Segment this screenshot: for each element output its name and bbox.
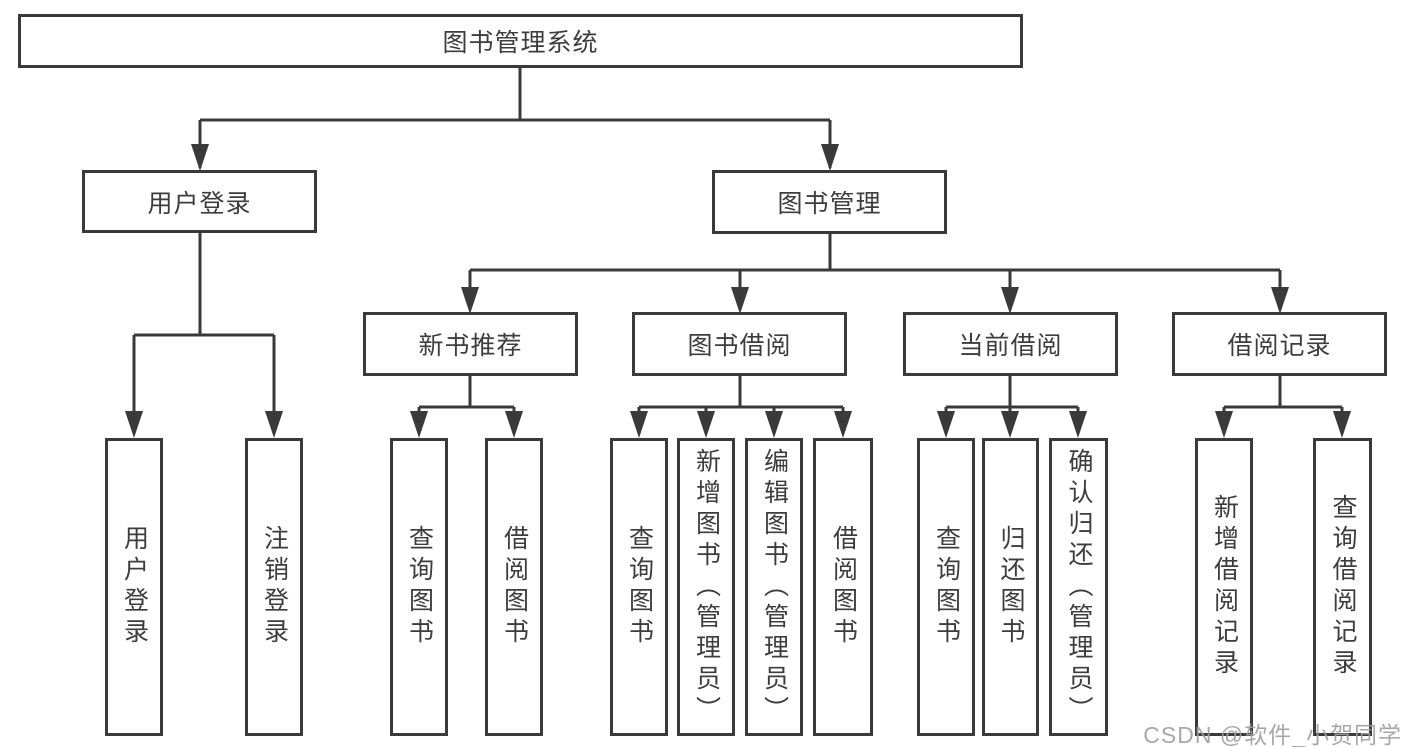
node-label: 新增图书（管理员） — [692, 447, 721, 727]
leaf-user-login: 用户登录 — [105, 438, 163, 736]
node-new-book-recommend: 新书推荐 — [363, 312, 578, 376]
node-label: 查询图书 — [932, 525, 961, 649]
node-label: 编辑图书（管理员） — [760, 447, 789, 727]
node-label: 新书推荐 — [418, 332, 523, 360]
arrow-down-icon — [191, 144, 209, 171]
arrow-down-icon — [1271, 287, 1289, 314]
node-book-borrowing: 图书借阅 — [632, 312, 847, 376]
node-label: 确认归还（管理员） — [1065, 447, 1093, 727]
node-label: 图书借阅 — [687, 332, 792, 360]
arrow-down-icon — [697, 411, 715, 438]
connector-path — [1222, 376, 1344, 434]
leaf-add-books-admin: 新增图书（管理员） — [677, 438, 735, 736]
connector-path — [637, 376, 845, 434]
arrow-down-icon — [937, 411, 955, 438]
arrow-down-icon — [765, 411, 783, 438]
connector-current-to-leaves — [944, 376, 1080, 434]
node-label: 查询图书 — [405, 525, 434, 649]
arrow-down-icon — [731, 287, 749, 314]
arrow-down-icon — [1069, 411, 1087, 438]
connector-login-to-leaves — [132, 233, 276, 434]
arrow-down-icon — [410, 411, 428, 438]
connector-borrow-to-leaves — [637, 376, 845, 434]
arrow-down-icon — [630, 411, 648, 438]
node-label: 图书管理系统 — [442, 29, 599, 57]
connector-path — [132, 233, 276, 434]
node-label: 借阅图书 — [829, 525, 858, 649]
arrow-down-icon — [834, 411, 852, 438]
connector-records-to-leaves — [1222, 376, 1344, 434]
leaf-confirm-return-admin: 确认归还（管理员） — [1049, 438, 1108, 736]
node-library-system: 图书管理系统 — [18, 14, 1023, 68]
node-label: 当前借阅 — [958, 332, 1063, 360]
arrow-down-icon — [1001, 287, 1019, 314]
connector-path — [198, 68, 832, 168]
connector-mgmt-to-level3 — [468, 234, 1282, 310]
node-label: 查询图书 — [625, 525, 654, 649]
leaf-borrow-books: 借阅图书 — [813, 438, 873, 736]
arrow-down-icon — [821, 144, 839, 171]
node-borrowing-records: 借阅记录 — [1172, 312, 1387, 376]
arrow-down-icon — [1215, 411, 1233, 438]
connector-path — [944, 376, 1080, 434]
node-label: 查询借阅记录 — [1329, 494, 1357, 680]
leaf-query-books-current: 查询图书 — [917, 438, 975, 736]
connector-path — [468, 234, 1282, 310]
leaf-query-books-recommend: 查询图书 — [390, 438, 448, 736]
node-label: 借阅记录 — [1227, 332, 1332, 360]
node-label: 用户登录 — [147, 189, 252, 218]
connector-root-to-level2 — [198, 68, 832, 168]
arrow-down-icon — [125, 411, 143, 438]
leaf-edit-books-admin: 编辑图书（管理员） — [745, 438, 803, 736]
node-label: 注销登录 — [260, 525, 289, 649]
arrow-down-icon — [1333, 411, 1351, 438]
node-book-management: 图书管理 — [712, 170, 947, 234]
arrow-down-icon — [505, 411, 523, 438]
leaf-logout: 注销登录 — [245, 438, 303, 736]
node-label: 用户登录 — [120, 525, 149, 649]
node-label: 图书管理 — [777, 190, 882, 218]
node-label: 新增借阅记录 — [1210, 494, 1239, 680]
node-label: 归还图书 — [997, 525, 1025, 649]
node-current-borrowing: 当前借阅 — [903, 312, 1118, 376]
leaf-add-borrow-record: 新增借阅记录 — [1195, 438, 1253, 736]
arrow-down-icon — [1001, 411, 1019, 438]
leaf-return-books: 归还图书 — [982, 438, 1039, 736]
csdn-watermark: CSDN @软件_小贺同学 — [1143, 722, 1402, 747]
node-user-login: 用户登录 — [82, 170, 317, 233]
arrow-down-icon — [265, 411, 283, 438]
leaf-query-borrow-record: 查询借阅记录 — [1313, 438, 1372, 736]
leaf-borrow-books-recommend: 借阅图书 — [485, 438, 543, 736]
node-label: 借阅图书 — [500, 525, 529, 649]
leaf-query-books-borrowing: 查询图书 — [610, 438, 668, 736]
connector-path — [417, 376, 516, 434]
arrow-down-icon — [461, 287, 479, 314]
connector-recommend-to-leaves — [417, 376, 516, 434]
